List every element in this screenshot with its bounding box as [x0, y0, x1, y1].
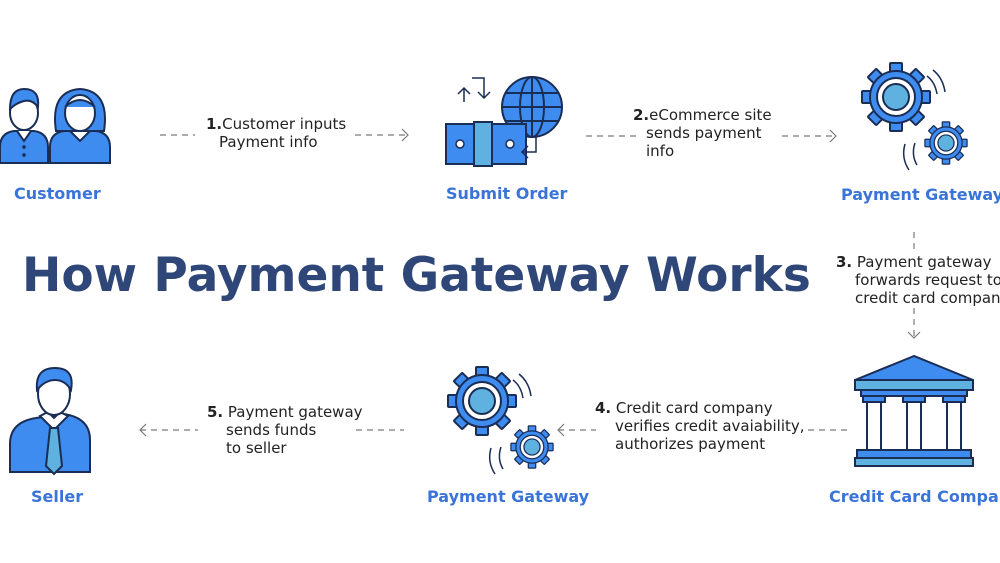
- step-2-line-2: sends payment: [646, 124, 762, 142]
- step-2-line-3: info: [646, 142, 675, 160]
- step-1-number: 1.: [206, 115, 223, 133]
- label-submit-order: Submit Order: [446, 184, 568, 203]
- step-2-line-1: eCommerce site: [649, 106, 772, 124]
- arrow-5: [139, 423, 404, 437]
- label-seller: Seller: [31, 487, 84, 506]
- step-4-number: 4.: [595, 399, 612, 417]
- label-customer: Customer: [14, 184, 101, 203]
- bank-icon: [854, 354, 974, 467]
- step-4-line-2: verifies credit avaiability,: [615, 417, 805, 435]
- step-3-number: 3.: [836, 253, 853, 271]
- step-2-number: 2.: [633, 106, 650, 124]
- customer-icon: [0, 87, 111, 164]
- step-2-text: 2.eCommerce site sends payment info: [633, 106, 772, 160]
- step-3-line-2: forwards request to: [855, 271, 1000, 289]
- gears-icon-bottom: [448, 367, 553, 474]
- step-5-number: 5.: [207, 403, 224, 421]
- arrow-3: [907, 232, 921, 339]
- seller-icon: [9, 366, 91, 476]
- step-3-text: 3. Payment gateway forwards request to c…: [836, 253, 1000, 307]
- label-credit-card: Credit Card Company: [829, 487, 1000, 506]
- step-3-line-3: credit card company: [855, 289, 1000, 307]
- step-5-line-2: sends funds: [226, 421, 317, 439]
- label-gateway-top: Payment Gateway: [841, 185, 1000, 204]
- arrow-1: [160, 128, 409, 142]
- arrow-4: [557, 423, 850, 437]
- label-gateway-bottom: Payment Gateway: [427, 487, 590, 506]
- arrow-2: [586, 129, 837, 143]
- step-5-line-3: to seller: [226, 439, 287, 457]
- submit-order-icon: [445, 76, 563, 167]
- step-4-line-1: Credit card company: [615, 399, 773, 417]
- step-4-text: 4. Credit card company verifies credit a…: [595, 399, 805, 453]
- step-4-line-3: authorizes payment: [615, 435, 766, 453]
- step-1-line-1: Customer inputs: [222, 115, 347, 133]
- gears-icon-top: [862, 63, 967, 170]
- step-5-text: 5. Payment gateway sends funds to seller: [207, 403, 363, 457]
- step-3-line-1: Payment gateway: [856, 253, 992, 271]
- step-5-line-1: Payment gateway: [227, 403, 363, 421]
- step-1-text: 1.Customer inputs Payment info: [206, 115, 346, 151]
- step-1-line-2: Payment info: [219, 133, 318, 151]
- page-title: How Payment Gateway Works: [22, 248, 811, 303]
